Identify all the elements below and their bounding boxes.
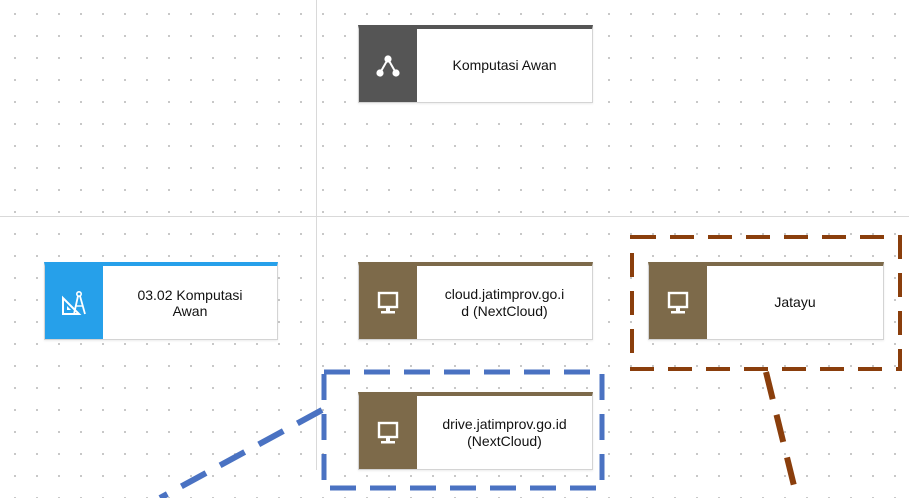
node-label: 03.02 Komputasi Awan [137, 286, 243, 319]
node-cloud-nextcloud[interactable]: cloud.jatimprov.go.i d (NextCloud) [358, 262, 593, 340]
node-jatayu[interactable]: Jatayu [648, 262, 884, 340]
node-label: drive.jatimprov.go.id (NextCloud) [442, 415, 567, 449]
node-label: cloud.jatimprov.go.i d (NextCloud) [444, 285, 565, 319]
drafting-tools-icon [45, 266, 103, 339]
vertical-divider [316, 0, 317, 470]
node-0302-komputasi-awan[interactable]: 03.02 Komputasi Awan [44, 262, 278, 340]
drive-callout-line [158, 407, 324, 498]
monitor-icon [359, 396, 417, 469]
monitor-icon [359, 266, 417, 339]
node-label: Komputasi Awan [452, 57, 557, 73]
jatayu-callout-line [763, 371, 800, 498]
network-share-icon [359, 29, 417, 102]
node-drive-nextcloud[interactable]: drive.jatimprov.go.id (NextCloud) [358, 392, 593, 470]
node-komputasi-awan[interactable]: Komputasi Awan [358, 25, 593, 103]
monitor-icon [649, 266, 707, 339]
node-label: Jatayu [774, 294, 816, 310]
horizontal-divider [0, 216, 909, 217]
